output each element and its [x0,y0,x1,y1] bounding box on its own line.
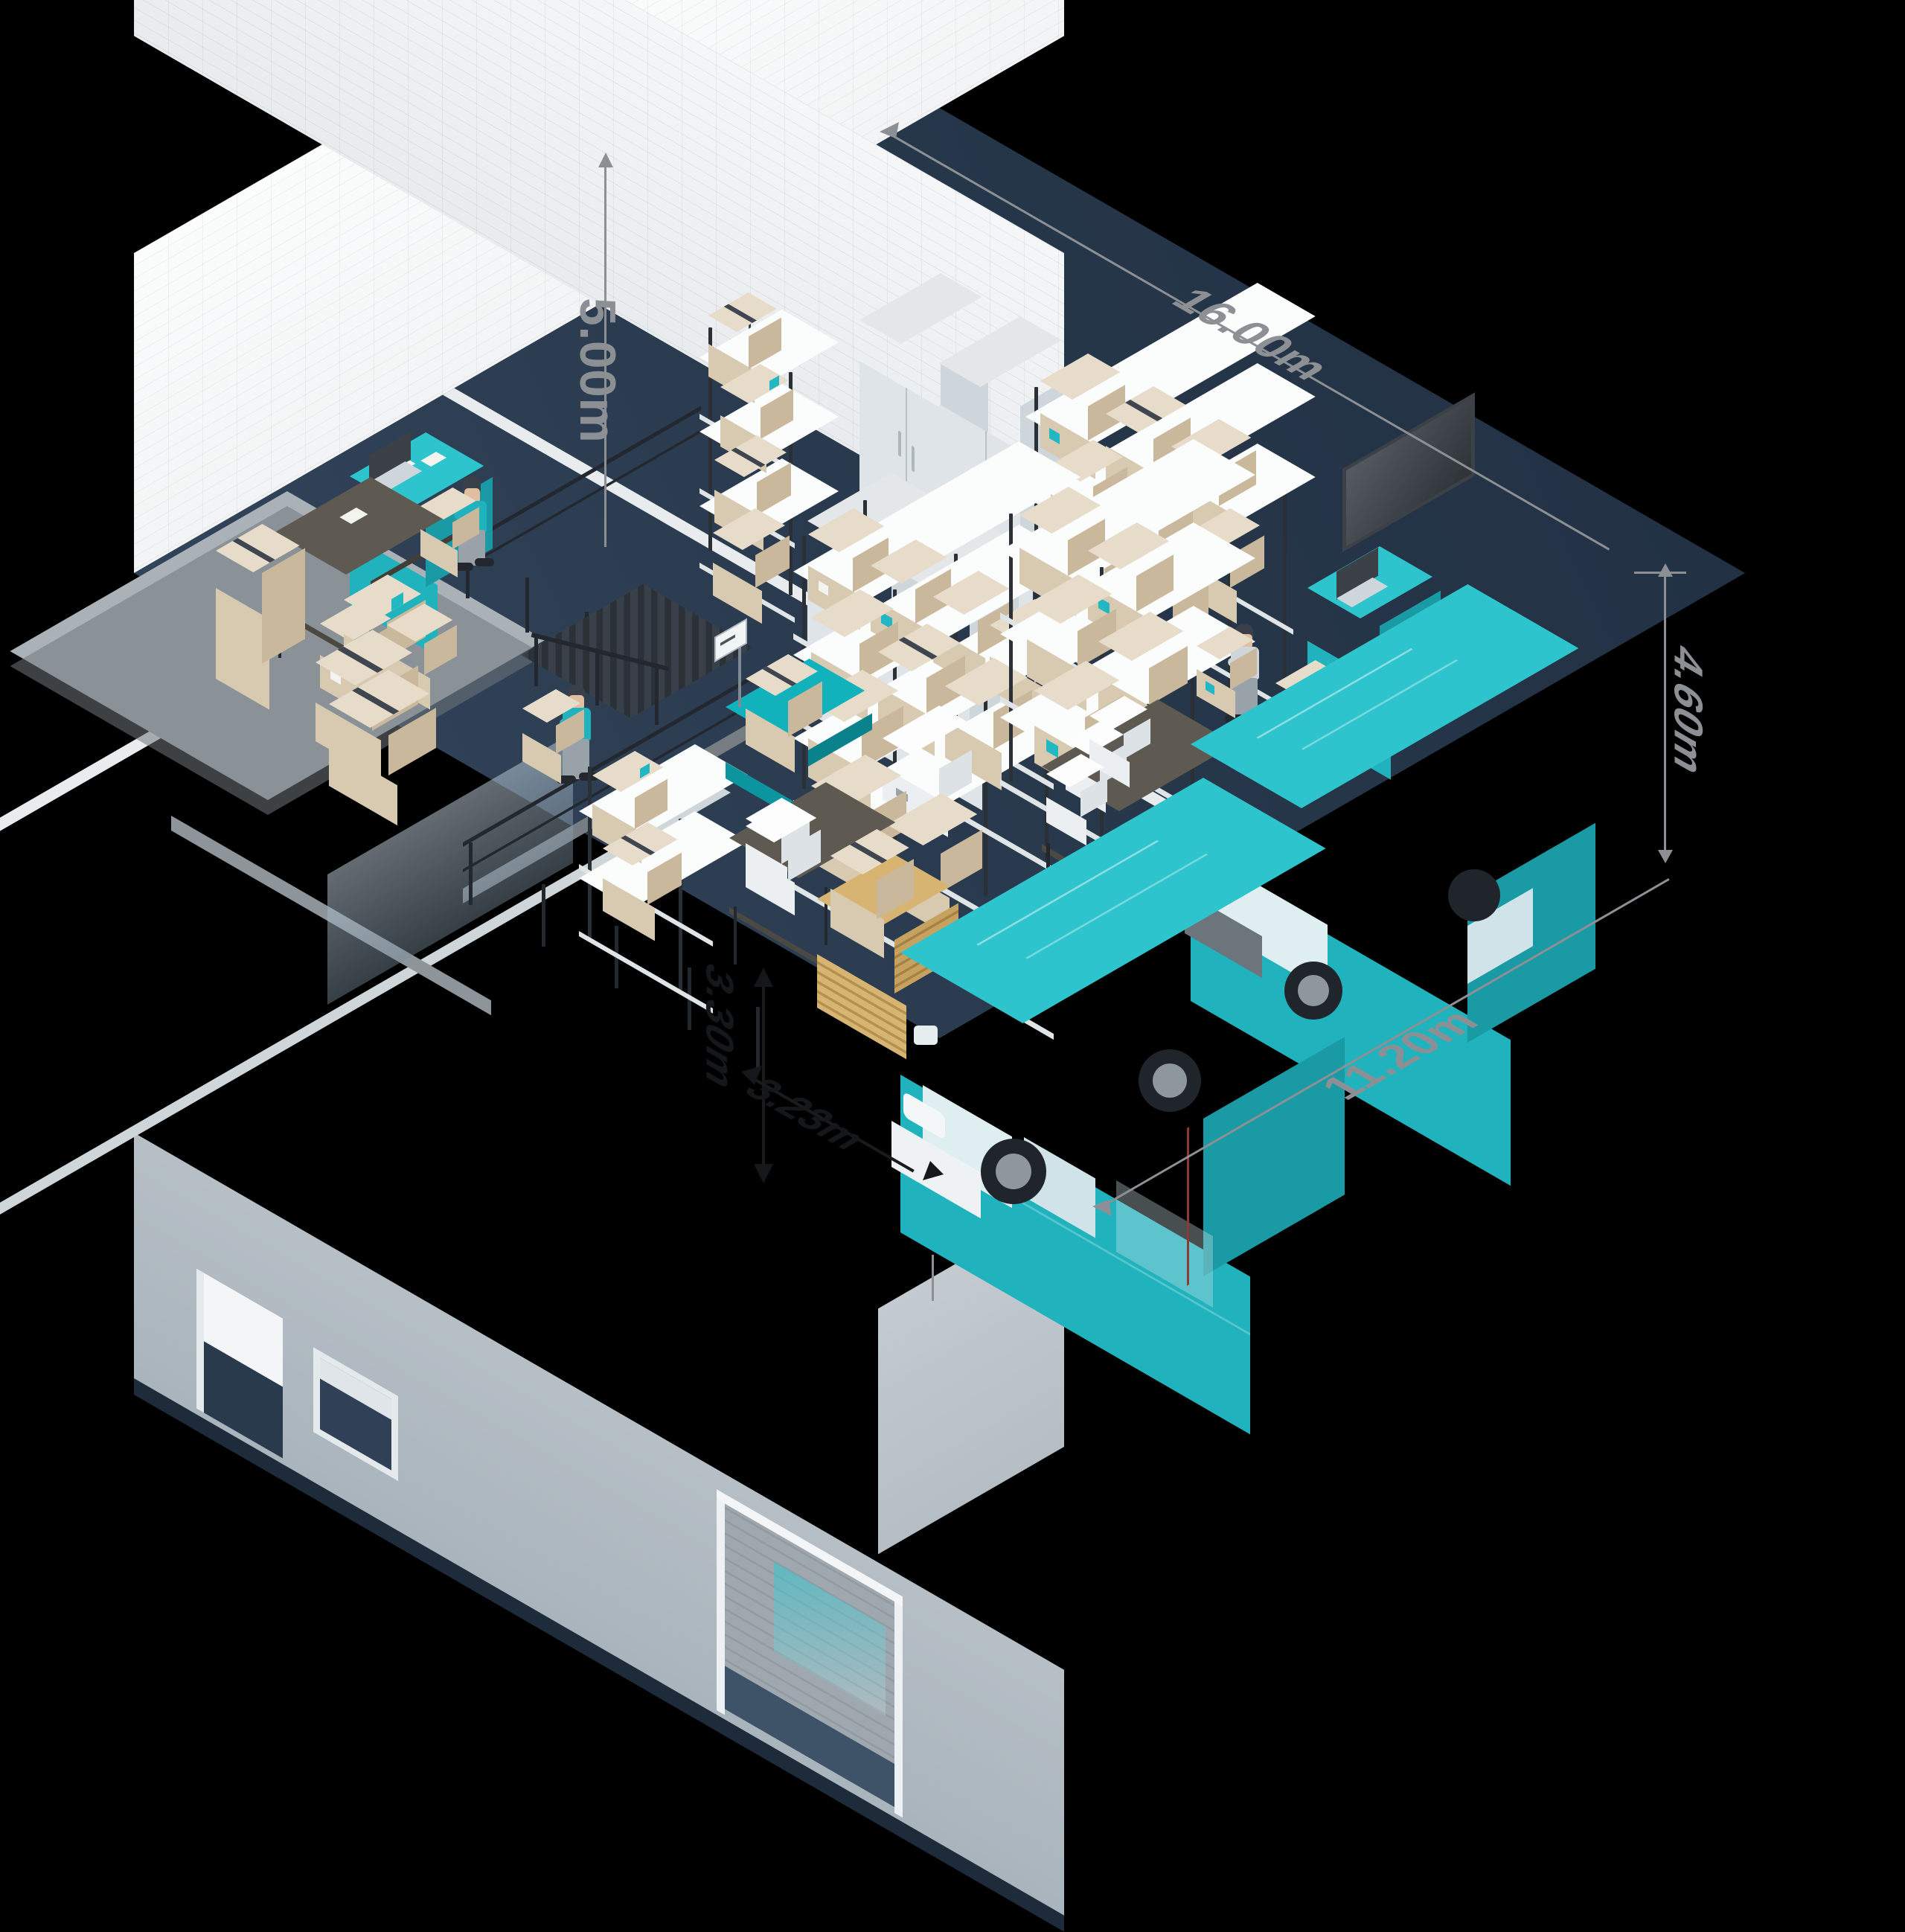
mezzanine-railing-post-1 [469,842,473,905]
mezzanine-railing-post-2 [542,884,545,947]
rack-post [708,327,712,551]
rack-post [1283,469,1287,722]
dimension-label-exterior-height: 4.60m [1665,636,1712,787]
dimension-line-door-height [762,979,765,1175]
storage-cabinet-a-handle-left [898,430,901,458]
dimension-arrow-interior-height [598,153,613,167]
dimension-arrow-door-width-start [741,1066,762,1085]
dimension-arrow-door-height-top [754,967,773,987]
dimension-tick-exterior-height-top [1634,572,1686,574]
van-rear-rim-front [1298,975,1329,1006]
rack-post [588,767,592,938]
dimension-arrow-exterior-height-bottom [1658,850,1673,863]
roller-door-frame-left [717,1490,725,1715]
worker-mezzanine-shoe-right [475,558,494,566]
dimension-arrow-door-width-end [923,1161,944,1180]
van-front-mirror [914,1026,938,1045]
doorway-frame [196,1268,204,1413]
staircase-handrail-post-3 [655,664,659,725]
packing-table-left-leg-1 [734,906,737,965]
worker-ground-left-shoe-left [557,775,576,784]
staircase-handrail-post-1 [534,634,538,686]
worker-mezzanine-shoe-left [454,563,473,571]
mezzanine-railing-post-5 [756,1007,760,1069]
warehouse-isometric-illustration: 5.00m 16.00m 4.60m 11.20m 3.30m 3.23m [0,0,1746,1932]
dimension-line-interior-height [604,160,606,547]
staircase-handrail-post-2 [595,649,599,706]
packing-table-left-leg-2 [825,887,827,945]
rack-shelf-edge [579,931,713,1014]
rack-post [679,819,682,990]
van-front-rim-front [996,1154,1031,1189]
dimension-tick-building-width-end [932,1255,934,1301]
dimension-line-exterior-height [1664,573,1666,853]
mezzanine-rear-post-1 [466,543,470,598]
storage-cabinet-a-handle-right [912,445,915,473]
dimension-arrow-door-height-bottom [754,1164,773,1183]
van-rear-wheel-back [1448,869,1500,921]
dimension-label-interior-height: 5.00m [569,298,626,444]
dimension-label-door-height: 3.30m [698,955,743,1101]
dimension-arrow-exterior-height-top [1658,563,1673,577]
van-front-rear-door-seam [1187,1126,1189,1286]
dimension-arrow-building-width-start [1092,1200,1112,1216]
dimension-arrow-building-length-start [880,122,899,138]
rack-post [1009,514,1013,781]
mezzanine-rear-post-2 [525,578,529,633]
van-front-rim-back [1153,1063,1187,1098]
dimension-label-door-width: 3.23m [734,1072,879,1156]
scale-display-post [738,647,741,707]
roller-door-frame-right [894,1593,903,1818]
